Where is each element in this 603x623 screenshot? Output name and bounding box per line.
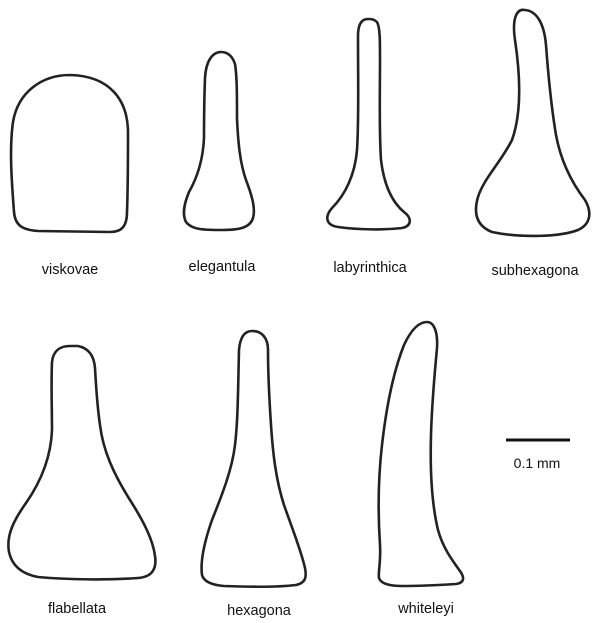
specimen-label-labyrinthica: labyrinthica xyxy=(333,260,407,276)
elegantula-outline xyxy=(184,52,254,230)
specimen-label-flabellata: flabellata xyxy=(48,601,107,617)
hexagona-outline xyxy=(202,331,306,587)
whiteleyi-outline xyxy=(379,322,463,586)
specimen-label-viskovae: viskovae xyxy=(42,262,98,278)
flabellata-outline xyxy=(8,346,155,579)
specimen-label-whiteleyi: whiteleyi xyxy=(397,601,454,617)
scale-bar-label: 0.1 mm xyxy=(514,455,561,471)
specimen-label-elegantula: elegantula xyxy=(189,259,257,275)
viskovae-outline xyxy=(11,75,128,232)
specimen-label-subhexagona: subhexagona xyxy=(491,263,579,279)
specimen-label-hexagona: hexagona xyxy=(227,603,292,619)
subhexagona-outline xyxy=(476,10,589,236)
labyrinthica-outline xyxy=(327,19,409,229)
